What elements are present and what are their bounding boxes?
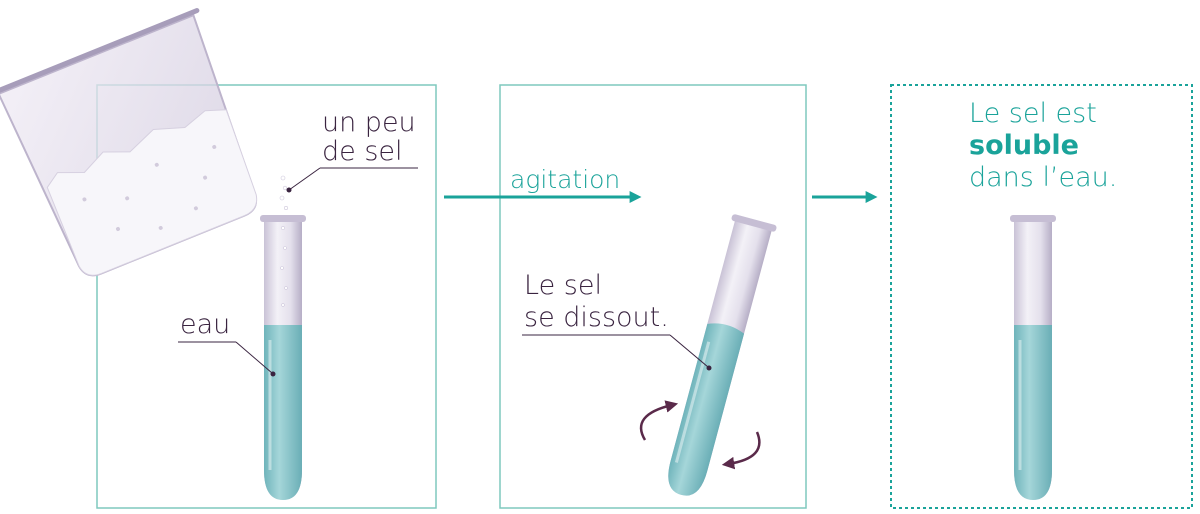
salt-label-line2: de sel bbox=[322, 136, 403, 167]
test-tube-2 bbox=[668, 214, 777, 496]
dissolve-leader-dot bbox=[706, 365, 712, 371]
test-tube-3 bbox=[1010, 215, 1056, 500]
panel-3-frame bbox=[890, 84, 1193, 509]
beaker bbox=[0, 8, 258, 277]
salt-label-line1: un peu bbox=[322, 107, 416, 138]
test-tube-1 bbox=[260, 215, 306, 500]
conclusion-line1: Le sel est bbox=[969, 98, 1097, 129]
water-label: eau bbox=[180, 309, 230, 340]
rotation-arrow-right bbox=[721, 431, 761, 470]
water-leader-dot bbox=[270, 371, 276, 377]
salt-leader-dot bbox=[286, 187, 292, 193]
agitation-label: agitation bbox=[510, 165, 620, 194]
dissolve-label-line2: se dissout. bbox=[524, 302, 669, 333]
dissolve-leader-line bbox=[669, 334, 709, 368]
panel-2-frame bbox=[499, 84, 807, 509]
rotation-arrow-left bbox=[639, 400, 679, 441]
conclusion-line3: dans l’eau. bbox=[969, 162, 1117, 193]
salt-leader-line bbox=[288, 167, 321, 191]
water-leader-line bbox=[235, 341, 273, 374]
conclusion-bold: soluble bbox=[969, 130, 1079, 161]
dissolve-label-line1: Le sel bbox=[524, 270, 602, 301]
panel-1-frame bbox=[96, 84, 437, 509]
salt-stream bbox=[279, 175, 288, 307]
